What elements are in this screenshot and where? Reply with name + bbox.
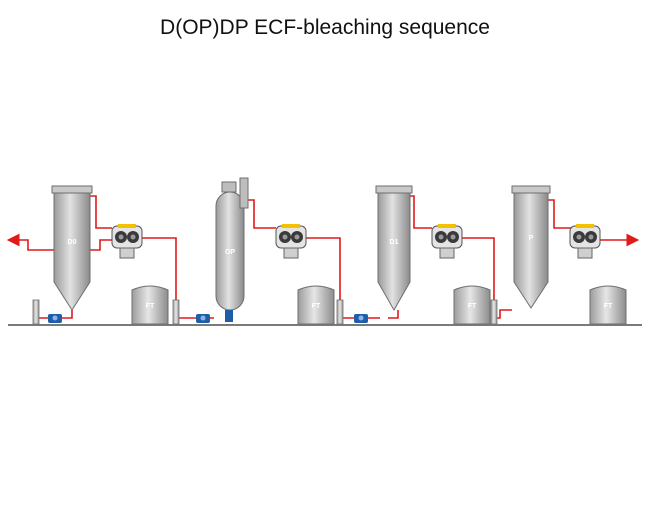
- filtrate-tank-4: FT: [589, 285, 627, 325]
- stage-d0: D0: [51, 185, 93, 311]
- mixer-post-1: [32, 299, 40, 325]
- stage-op: OP: [215, 177, 249, 322]
- mixer-post-3: [336, 299, 344, 325]
- stage-label-d0: D0: [68, 239, 77, 246]
- washer-3: [431, 224, 463, 259]
- filtrate-tank-3: FT: [453, 285, 491, 325]
- filtrate-tank-label-4: FT: [604, 303, 613, 310]
- washer-1: [111, 224, 143, 259]
- filtrate-tank-label-3: FT: [468, 303, 477, 310]
- pump-3: [354, 314, 368, 323]
- stage-label-p: P: [529, 235, 534, 242]
- washer-2: [275, 224, 307, 259]
- stage-label-d1: D1: [390, 239, 399, 246]
- filtrate-tank-2: FT: [297, 285, 335, 325]
- tower-p: [513, 191, 549, 309]
- pump-1: [48, 314, 62, 323]
- filtrate-tank-label-1: FT: [146, 303, 155, 310]
- stage-p: P: [511, 185, 551, 309]
- filtrate-tank-1: FT: [131, 285, 169, 325]
- tower-d0: [53, 191, 91, 311]
- mixer-post-2: [172, 299, 180, 325]
- mixer-post-4: [490, 299, 498, 325]
- stage-label-op: OP: [225, 249, 235, 256]
- stage-d1: D1: [375, 185, 413, 312]
- filtrate-tank-label-2: FT: [312, 303, 321, 310]
- diagram-title: D(OP)DP ECF-bleaching sequence: [160, 16, 490, 39]
- washer-4: [569, 224, 601, 259]
- tower-d1: [377, 191, 411, 312]
- pump-2: [196, 314, 210, 323]
